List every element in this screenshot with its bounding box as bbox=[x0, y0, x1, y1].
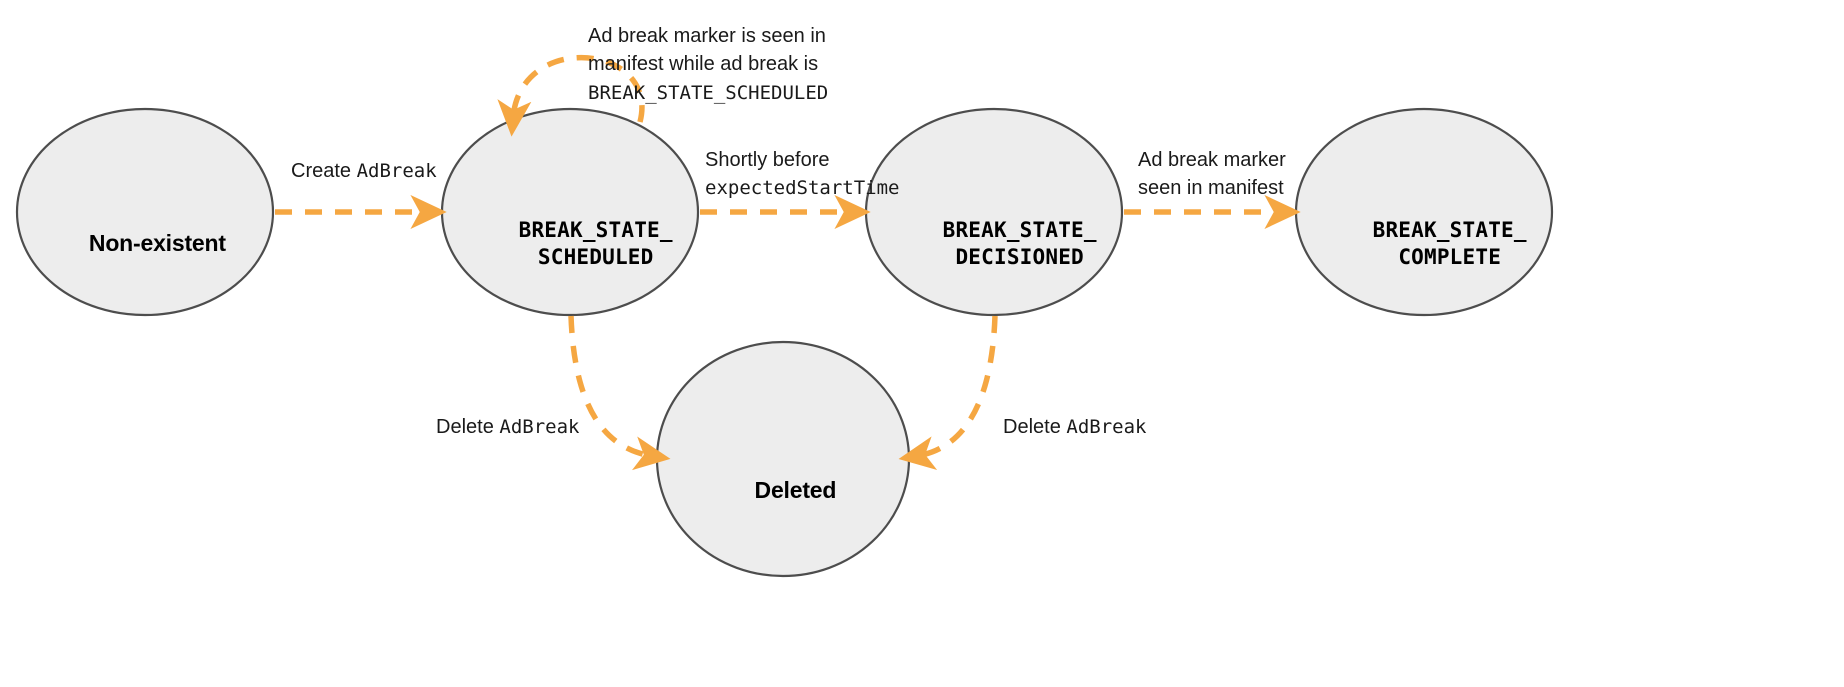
edge-path-decisioned-to-deleted[interactable] bbox=[898, 315, 998, 470]
node-shape-non-existent[interactable] bbox=[15, 107, 275, 317]
node-shape-break-state-complete[interactable] bbox=[1294, 107, 1554, 317]
node-shape-deleted[interactable] bbox=[655, 340, 911, 578]
edge-path-scheduled-to-deleted[interactable] bbox=[568, 315, 671, 471]
edge-paths bbox=[275, 55, 1301, 471]
node-shape-break-state-scheduled[interactable] bbox=[440, 107, 700, 317]
node-shapes bbox=[15, 107, 1554, 578]
edge-path-scheduled-self-loop[interactable] bbox=[497, 55, 645, 137]
node-shape-break-state-decisioned[interactable] bbox=[864, 107, 1124, 317]
